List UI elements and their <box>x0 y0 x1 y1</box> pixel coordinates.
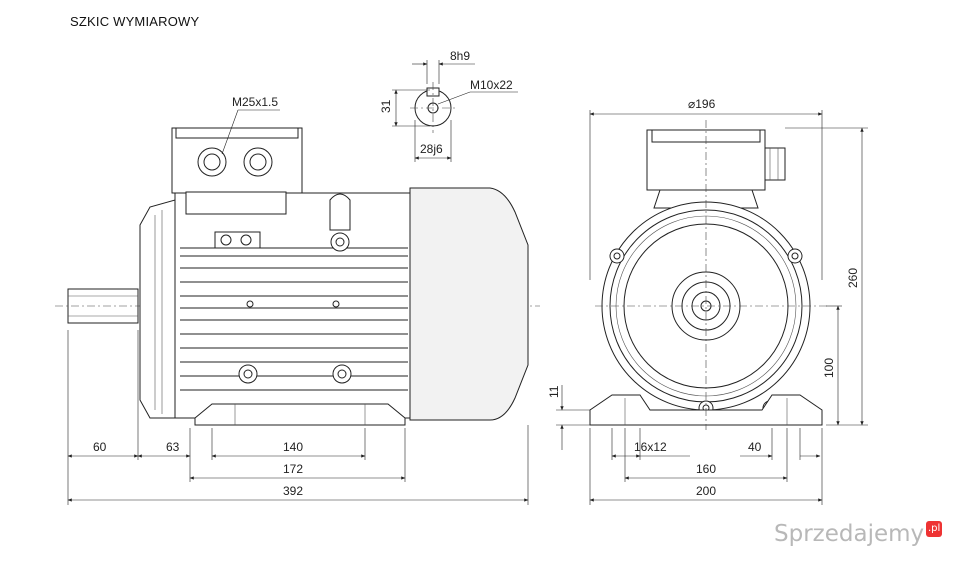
dim-foot-hole: 16x12 <box>634 440 667 454</box>
label-center-thread: M10x22 <box>470 78 513 92</box>
watermark-logo: Sprzedajemy.pl <box>774 521 943 547</box>
front-view: ⌀196 260 100 11 16x12 40 160 200 <box>547 97 868 505</box>
dim-foot-length: 172 <box>283 462 303 476</box>
side-view: M25x1.5 60 63 140 172 392 <box>55 95 540 505</box>
dim-shaft-height: 100 <box>822 358 836 378</box>
dim-shaft-diameter: 28j6 <box>420 142 443 156</box>
dim-foot-thickness: 11 <box>547 385 561 398</box>
motor-housing <box>174 192 411 419</box>
dim-foot-hole-spacing-front: 160 <box>696 462 716 476</box>
dim-foot-hole-spacing: 140 <box>283 440 303 454</box>
dim-total-length: 392 <box>283 484 303 498</box>
cable-gland-left <box>197 147 227 177</box>
dim-key-width: 8h9 <box>450 49 470 63</box>
watermark-brand: Sprzedajemy <box>774 521 925 547</box>
lifting-eye <box>329 193 351 231</box>
drawing-title: SZKIC WYMIAROWY <box>70 14 200 29</box>
dim-flange-to-foot: 63 <box>166 440 180 454</box>
dim-total-height: 260 <box>846 268 860 288</box>
dim-shaft-length: 60 <box>93 440 107 454</box>
dim-foot-width-inner: 40 <box>748 440 762 454</box>
shaft-end-detail: 8h9 M10x22 31 28j6 <box>379 49 518 162</box>
fan-cover <box>409 187 529 421</box>
end-shield <box>139 199 176 419</box>
dim-foot-total-width: 200 <box>696 484 716 498</box>
dim-fan-cover-diameter: ⌀196 <box>688 97 716 111</box>
watermark-suffix: .pl <box>926 521 943 537</box>
dim-key-height: 31 <box>379 99 393 113</box>
label-cable-gland-thread: M25x1.5 <box>232 95 278 109</box>
mounting-foot <box>194 403 406 426</box>
cable-gland-right <box>243 147 273 177</box>
